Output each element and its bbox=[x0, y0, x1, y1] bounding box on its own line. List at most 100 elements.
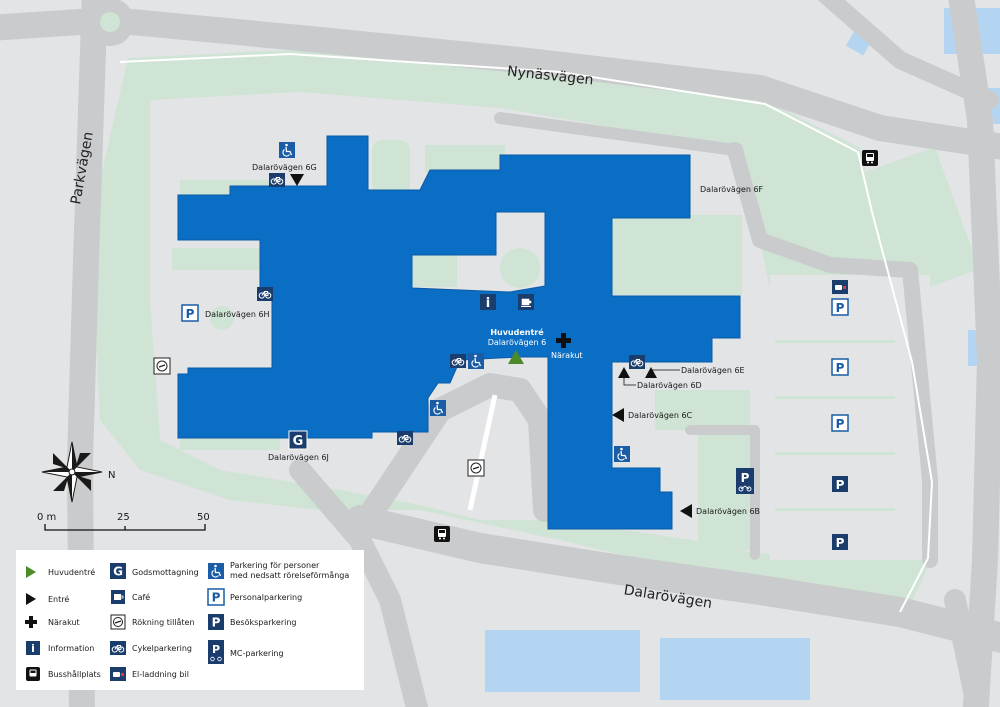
walkway bbox=[467, 394, 498, 511]
legend-icon-staff-parking: P bbox=[207, 588, 225, 606]
ev-charging-icon bbox=[832, 280, 848, 294]
green-patch bbox=[425, 145, 505, 173]
entrance-label-6c: Dalarövägen 6C bbox=[628, 411, 693, 420]
compass-rose-icon bbox=[41, 441, 103, 503]
legend-label-bus-stop: Busshållplats bbox=[48, 669, 101, 679]
entrance-label-6g: Dalarövägen 6G bbox=[252, 163, 317, 172]
road-east bbox=[948, 0, 1000, 707]
emergency-label: Närakut bbox=[551, 351, 583, 360]
parking-lot-strip bbox=[775, 340, 895, 343]
svg-text:P: P bbox=[186, 307, 195, 321]
bicycle-parking-icon bbox=[269, 173, 285, 187]
bicycle-parking-icon bbox=[450, 354, 466, 368]
legend-icon-main-entrance bbox=[26, 566, 36, 578]
entrance-icon bbox=[618, 367, 630, 378]
legend-label-staff-parking: Personalparkering bbox=[230, 593, 302, 602]
road-dalarovagen bbox=[345, 505, 1000, 653]
entrance-label-6e: Dalarövägen 6E bbox=[681, 366, 745, 375]
legend-icon-smoking-allowed bbox=[110, 614, 126, 630]
svg-text:P: P bbox=[836, 417, 845, 431]
staff-parking-icon: P bbox=[181, 304, 199, 322]
svg-text:P: P bbox=[212, 616, 221, 630]
parking-lot-strip bbox=[775, 396, 895, 399]
svg-text:G: G bbox=[113, 565, 123, 579]
legend-label-accessible-parking: Parkering för personer bbox=[230, 561, 320, 570]
scale-tick-50: 50 bbox=[197, 512, 210, 523]
legend-icon-bus-stop bbox=[26, 667, 40, 681]
accessible-parking-icon bbox=[430, 400, 446, 416]
svg-text:P: P bbox=[836, 361, 845, 375]
legend-label-main-entrance: Huvudentré bbox=[48, 567, 95, 577]
cafe-icon bbox=[518, 294, 534, 310]
water-area bbox=[485, 630, 640, 692]
legend-icon-goods-reception: G bbox=[110, 563, 126, 579]
entrance-icon bbox=[612, 408, 624, 422]
goods-reception-icon: G bbox=[288, 430, 308, 450]
parking-lot bbox=[770, 275, 930, 560]
mc-parking-icon: P bbox=[736, 468, 754, 494]
road-south-west bbox=[289, 459, 429, 707]
legend-label-entrance: Entré bbox=[48, 594, 69, 604]
svg-text:i: i bbox=[486, 296, 490, 311]
green-patch bbox=[655, 390, 750, 430]
entrance-label-6f: Dalarövägen 6F bbox=[700, 185, 764, 194]
smoking-allowed-icon bbox=[153, 357, 171, 375]
scale-bar: 0 m 25 50 bbox=[37, 512, 210, 531]
road-south-east bbox=[944, 589, 989, 707]
callout-line bbox=[623, 369, 680, 386]
legend-label-emergency: Närakut bbox=[48, 618, 80, 627]
green-patch bbox=[412, 255, 457, 287]
visitor-parking-icon: P bbox=[832, 476, 848, 492]
entrance-label-6b: Dalarövägen 6B bbox=[696, 507, 760, 516]
accessible-parking-icon bbox=[279, 142, 295, 158]
staff-parking-icon: P bbox=[831, 358, 849, 376]
legend-icon-visitor-parking: P bbox=[208, 614, 224, 630]
legend-label-mc-parking: MC-parkering bbox=[230, 649, 284, 658]
green-patch bbox=[210, 306, 234, 330]
legend-icon-accessible-parking bbox=[208, 563, 224, 579]
road-service-north bbox=[494, 112, 741, 156]
main-entrance-address: Dalarövägen 6 bbox=[488, 338, 547, 347]
road-service-loop bbox=[727, 142, 938, 568]
bus-stop-icon bbox=[862, 150, 878, 166]
legend-label-bicycle-parking: Cykelparkering bbox=[132, 644, 192, 653]
campus-boundary-path bbox=[119, 52, 934, 613]
legend-label-goods-reception: Godsmottagning bbox=[132, 568, 199, 577]
smoking-allowed-icon bbox=[467, 459, 485, 477]
svg-text:i: i bbox=[31, 642, 35, 655]
road-parkvagen bbox=[67, 0, 108, 707]
legend-icon-information: i bbox=[26, 641, 40, 655]
compass-north-label: N bbox=[108, 470, 115, 481]
scale-tick-25: 25 bbox=[117, 512, 130, 523]
staff-parking-icon: P bbox=[831, 414, 849, 432]
legend-label-cafe: Café bbox=[132, 592, 150, 602]
svg-text:P: P bbox=[836, 301, 845, 315]
entrance-label-6d: Dalarövägen 6D bbox=[637, 381, 702, 390]
road-drop-off bbox=[348, 373, 557, 542]
green-patch bbox=[612, 215, 742, 295]
legend-label-smoking-allowed: Rökning tillåten bbox=[132, 617, 195, 627]
bicycle-parking-icon bbox=[397, 431, 413, 445]
legend-label-information: Information bbox=[48, 644, 94, 653]
entrance-icon bbox=[680, 504, 692, 518]
information-icon: i bbox=[480, 294, 496, 311]
legend-label-visitor-parking: Besöksparkering bbox=[230, 618, 296, 627]
scale-tick-0: 0 m bbox=[37, 512, 56, 523]
road-northeast bbox=[817, 0, 999, 109]
green-patch bbox=[500, 248, 540, 288]
emergency-cross-icon bbox=[556, 333, 571, 348]
green-patch bbox=[172, 248, 272, 270]
entrance-label-6j: Dalarövägen 6J bbox=[268, 453, 329, 462]
bicycle-parking-icon bbox=[629, 355, 645, 369]
legend-label-accessible-parking-line2: med nedsatt rörelseförmånga bbox=[230, 570, 349, 580]
legend-icon-ev-charging bbox=[110, 667, 126, 681]
legend-icon-mc-parking: P bbox=[208, 640, 224, 664]
svg-text:P: P bbox=[212, 643, 220, 656]
svg-text:P: P bbox=[836, 478, 845, 492]
entrance-icon bbox=[645, 367, 657, 378]
legend-icon-cafe bbox=[111, 590, 125, 604]
main-entrance-icon bbox=[508, 350, 524, 364]
water-area bbox=[660, 638, 810, 700]
svg-text:P: P bbox=[741, 471, 750, 485]
